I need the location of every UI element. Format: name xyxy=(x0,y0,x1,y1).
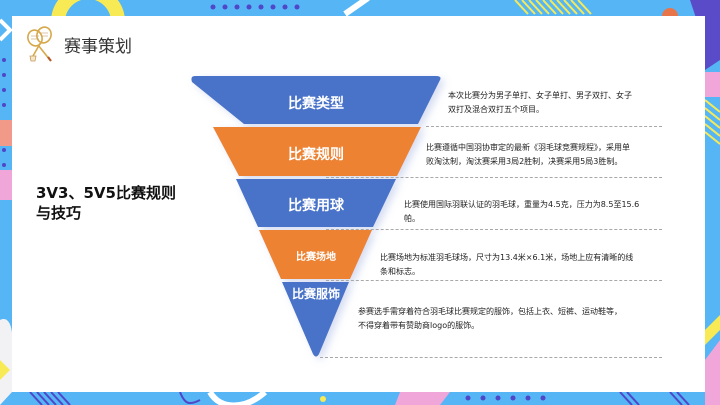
description-line: 败淘汰制，淘汰赛采用3局2胜制，决赛采用5局3胜制。 xyxy=(426,157,623,166)
funnel-layer-3-shape xyxy=(236,179,396,227)
description-line: 双打及混合双打五个项目。 xyxy=(448,105,544,114)
separator-line xyxy=(326,280,662,281)
funnel-layer-5-shape xyxy=(282,282,349,357)
description-line: 不得穿着带有赞助商logo的服饰。 xyxy=(358,321,480,330)
description-type: 本次比赛分为男子单打、女子单打、男子双打、女子 双打及混合双打五个项目。 xyxy=(448,89,632,117)
funnel-label-rules: 比赛规则 xyxy=(288,147,344,163)
section-title-line2: 与技巧 xyxy=(36,204,82,222)
funnel-label-type: 比赛类型 xyxy=(288,96,344,112)
description-attire: 参赛选手需穿着符合羽毛球比赛规定的服饰，包括上衣、短裤、运动鞋等， 不得穿着带有… xyxy=(358,305,622,333)
funnel-label-venue: 比赛场地 xyxy=(296,252,336,263)
separator-line xyxy=(320,357,662,358)
page-title: 赛事策划 xyxy=(64,36,132,57)
description-line: 参赛选手需穿着符合羽毛球比赛规定的服饰，包括上衣、短裤、运动鞋等， xyxy=(358,307,622,316)
badminton-rackets-icon xyxy=(27,26,52,62)
funnel-layer-2-shape xyxy=(213,127,421,176)
description-line: 帕。 xyxy=(404,214,420,223)
funnel-layer-4-shape xyxy=(259,230,372,279)
section-title: 3V3、5V5比赛规则 与技巧 xyxy=(36,183,206,223)
slide-header: 赛事策划 xyxy=(24,26,132,62)
funnel-label-attire: 比赛服饰 xyxy=(291,287,341,301)
description-rules: 比赛遵循中国羽协审定的最新《羽毛球竞赛规程》，采用单 败淘汰制，淘汰赛采用3局2… xyxy=(426,141,630,169)
description-venue: 比赛场地为标准羽毛球场，尺寸为13.4米×6.1米，场地上应有清晰的线 条和标志… xyxy=(380,251,633,279)
separator-line xyxy=(326,229,662,230)
separator-line xyxy=(326,177,662,178)
separator-line xyxy=(426,126,662,127)
description-line: 条和标志。 xyxy=(380,267,420,276)
description-line: 比赛遵循中国羽协审定的最新《羽毛球竞赛规程》，采用单 xyxy=(426,143,630,152)
description-line: 本次比赛分为男子单打、女子单打、男子双打、女子 xyxy=(448,91,632,100)
description-line: 比赛使用国际羽联认证的羽毛球，重量为4.5克，压力为8.5至15.6 xyxy=(404,200,640,209)
funnel-label-ball: 比赛用球 xyxy=(288,198,344,214)
section-title-line1: 3V3、5V5比赛规则 xyxy=(36,184,176,202)
description-line: 比赛场地为标准羽毛球场，尺寸为13.4米×6.1米，场地上应有清晰的线 xyxy=(380,253,634,262)
funnel-layer-1-shape xyxy=(191,76,441,124)
description-ball: 比赛使用国际羽联认证的羽毛球，重量为4.5克，压力为8.5至15.6 帕。 xyxy=(404,198,639,226)
